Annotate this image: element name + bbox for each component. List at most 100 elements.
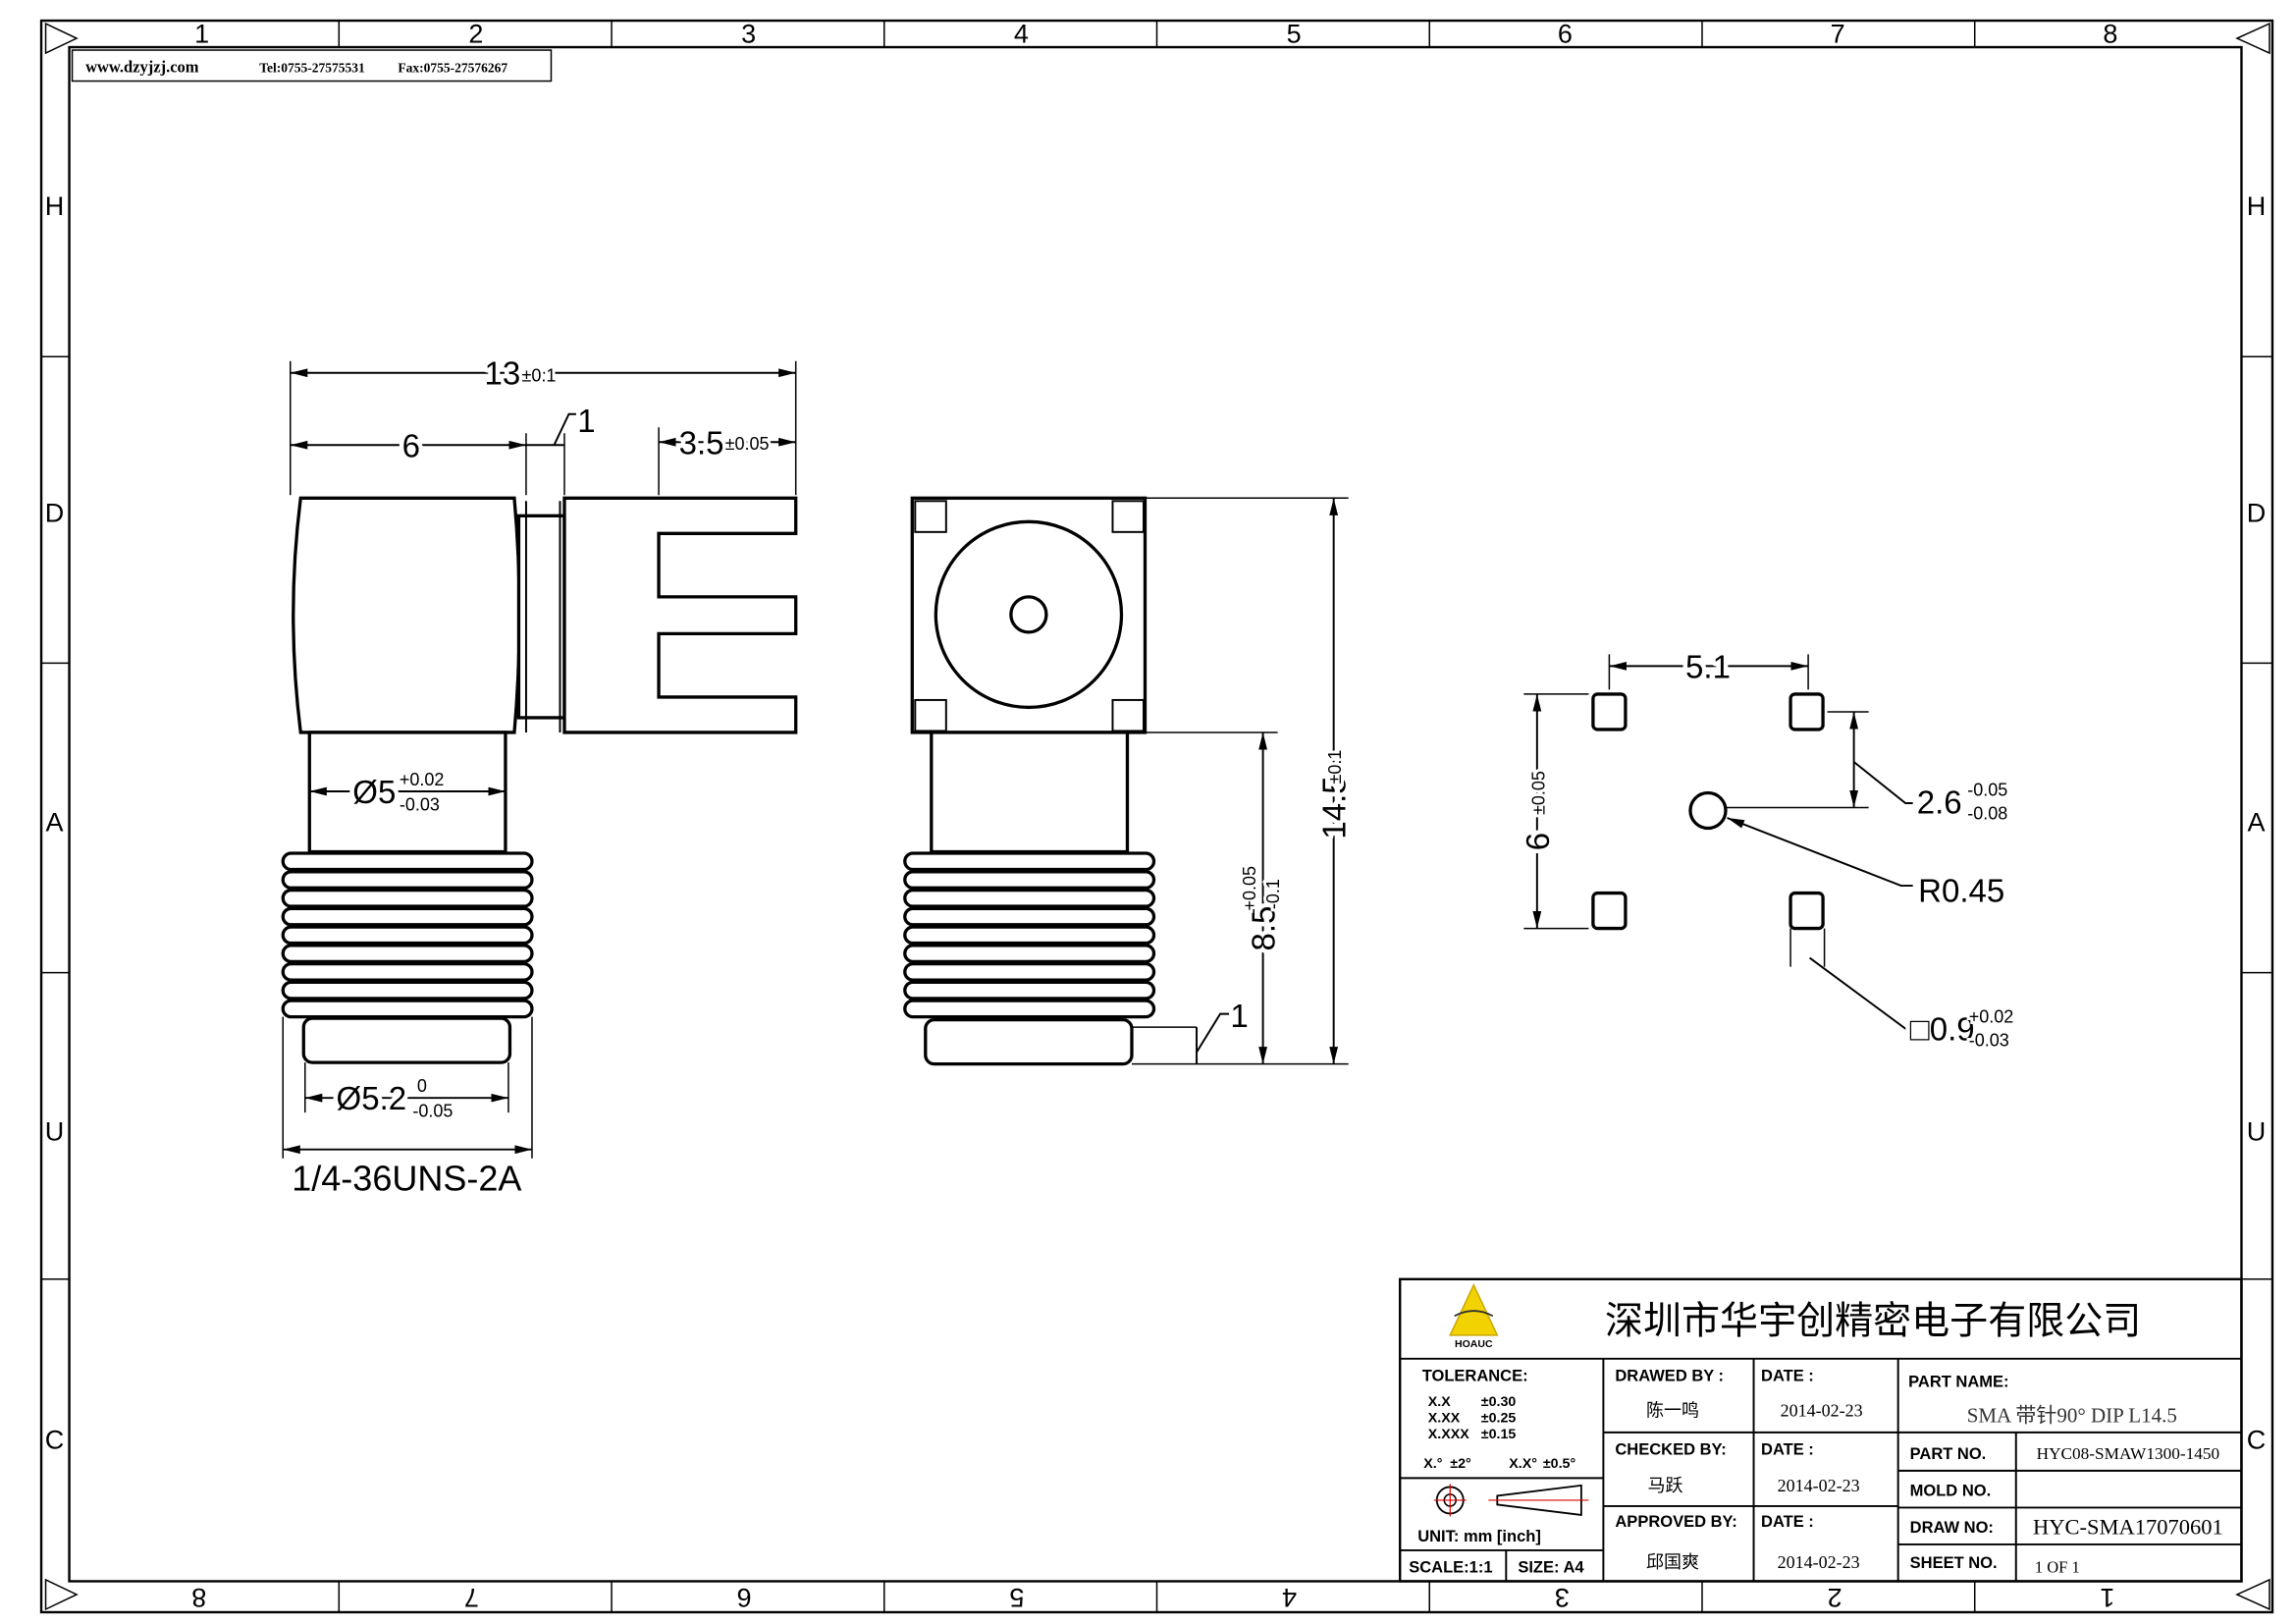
left-zone-ticks — [41, 355, 70, 1280]
tolerance-label: TOLERANCE: — [1422, 1367, 1528, 1384]
side-view-body-block — [292, 496, 521, 734]
left-zone-letters: H D A U C — [45, 191, 65, 1454]
dim-value: 6 — [402, 427, 420, 463]
front-view-cylinder — [930, 731, 1130, 854]
thread-spec-label: 1/4-36UNS-2A — [292, 1159, 521, 1199]
tolerance-value: ±0.15 — [1481, 1427, 1517, 1442]
dim-pin-length: 3.5 ±0.05 — [659, 420, 796, 465]
dim-value: 8.5 — [1246, 906, 1282, 951]
extension-lines — [1726, 711, 1869, 809]
front-view-thread — [903, 851, 1156, 1019]
dim-overall-length: 13 ±0.1 — [290, 351, 796, 396]
angle-tolerance-format: X.° — [1423, 1456, 1442, 1472]
dim-center-offset: 2.6 -0.05 -0.08 — [1726, 711, 2010, 827]
zone-number: 7 — [1831, 20, 1845, 49]
centering-mark-top-left — [44, 22, 79, 55]
dim-tolerance-lower: -0.03 — [1969, 1031, 2009, 1051]
zone-letter: D — [2247, 498, 2267, 527]
thread-ridge — [903, 906, 1156, 927]
checked-by-name: 马跃 — [1647, 1476, 1682, 1495]
thread-ridge — [903, 925, 1156, 946]
title-block-grid — [1400, 1357, 2242, 1582]
extension-lines — [1608, 654, 1809, 690]
angle-tolerance-format: X.X° — [1509, 1456, 1537, 1472]
mold-no-label: MOLD NO. — [1910, 1482, 1992, 1499]
thread-ridge — [281, 999, 534, 1019]
zone-number: 5 — [1009, 1583, 1024, 1612]
zone-number: 3 — [741, 20, 756, 49]
zone-number: 5 — [1287, 20, 1302, 49]
title-block: HOAUC 深圳市华宇创精密电子有限公司 TOLERANCE: X.X ±0.3… — [1399, 1277, 2243, 1583]
footprint-pad — [1591, 891, 1628, 931]
dim-thread-spec: 1/4-36UNS-2A — [282, 1016, 533, 1203]
dim-value: 3.5 — [679, 424, 724, 460]
dim-value: 5.1 — [1685, 648, 1731, 684]
checked-by-label: CHECKED BY: — [1615, 1440, 1726, 1458]
side-view-extension-lines — [290, 360, 797, 496]
zone-number: 1 — [194, 20, 209, 49]
leader-line — [1853, 761, 1913, 804]
footprint-pad — [1591, 692, 1628, 731]
zone-letter: H — [2247, 191, 2267, 221]
signature-section: DRAWED BY : 陈一鸣 CHECKED BY: 马跃 APPROVED … — [1615, 1367, 1736, 1572]
tolerance-format: X.XXX — [1428, 1427, 1469, 1442]
projection-symbol-icon — [1433, 1484, 1589, 1517]
dim-pad-size: □0.9 +0.02 -0.03 — [1789, 928, 2016, 1054]
zone-letter: A — [2247, 808, 2265, 838]
dim-tolerance-upper: +0.02 — [1969, 1007, 2014, 1027]
top-zone-numbers: 1 2 3 4 5 6 7 8 — [194, 20, 2117, 49]
dim-neck-width: 1 — [525, 398, 600, 447]
thread-ridge — [281, 888, 534, 908]
drawed-by-label: DRAWED BY : — [1615, 1367, 1724, 1384]
front-view: 14.5 ±0.1 8.5 +0.05 -0.1 1 — [903, 496, 1357, 1066]
angle-tolerance-value: ±0.5° — [1543, 1456, 1576, 1472]
tolerance-format: X.XX — [1428, 1410, 1461, 1426]
thread-ridge — [903, 961, 1156, 982]
footprint-center-hole — [1688, 790, 1728, 831]
drawing-frame: 1 2 3 4 5 6 7 8 8 7 6 5 4 3 2 1 H D A U … — [39, 20, 2274, 1614]
zone-letter: A — [46, 808, 64, 838]
pcb-footprint: 5.1 6 ±0.05 2.6 -0.05 -0.08 R0.45 □0.9 +… — [1515, 644, 2016, 1054]
dim-pad-pitch-y: 6 ±0.05 — [1515, 693, 1589, 930]
tel-text: Tel:0755-27575531 — [259, 61, 365, 76]
projection-center-mark — [1433, 1484, 1467, 1517]
right-zone-letters: H D A U C — [2247, 191, 2267, 1454]
flange-corner-pin — [1111, 500, 1145, 533]
zone-letter: C — [2247, 1425, 2267, 1454]
angle-tolerance-value: ±2° — [1450, 1456, 1471, 1472]
part-no-value: HYC08-SMAW1300-1450 — [2037, 1444, 2219, 1463]
thread-ridge — [281, 961, 534, 982]
centering-mark-top-right — [2235, 22, 2270, 55]
zone-letter: U — [45, 1117, 65, 1147]
part-no-label: PART NO. — [1910, 1445, 1987, 1463]
footprint-pad — [1789, 891, 1825, 931]
dim-tolerance-upper: -0.05 — [1967, 780, 2007, 799]
zone-letter: C — [45, 1425, 65, 1454]
sheet-no-label: SHEET NO. — [1910, 1554, 1998, 1572]
dim-tolerance-upper: 0 — [417, 1076, 427, 1096]
company-logo: HOAUC — [1449, 1283, 1499, 1350]
zone-letter: U — [2247, 1117, 2267, 1147]
thread-ridge — [903, 944, 1156, 963]
date-label: DATE : — [1761, 1513, 1814, 1531]
contact-header: www.dzyjzj.com Tel:0755-27575531 Fax:075… — [71, 49, 553, 82]
zone-number: 4 — [1282, 1583, 1297, 1612]
zone-number: 8 — [191, 1583, 206, 1612]
dim-tolerance-upper: +0.02 — [400, 770, 445, 789]
sheet-no-value: 1 OF 1 — [2035, 1557, 2080, 1576]
tolerance-section: TOLERANCE: X.X ±0.30 X.XX ±0.25 X.XXX ±0… — [1422, 1367, 1576, 1472]
top-zone-ticks — [338, 21, 1976, 48]
dim-value: R0.45 — [1918, 873, 2004, 909]
thread-ridge — [281, 870, 534, 890]
dim-tolerance-lower: -0.1 — [1263, 879, 1283, 909]
thread-ridge — [903, 980, 1156, 1001]
dim-tolerance: ±0.1 — [521, 366, 556, 386]
side-view-neck — [516, 501, 566, 732]
scale-label: SCALE:1:1 — [1409, 1558, 1492, 1576]
front-view-tip — [924, 1017, 1134, 1066]
dim-body-length: 6 — [290, 423, 526, 468]
zone-number: 7 — [464, 1583, 479, 1612]
zone-number: 6 — [737, 1583, 752, 1612]
tolerance-value: ±0.30 — [1481, 1394, 1517, 1410]
